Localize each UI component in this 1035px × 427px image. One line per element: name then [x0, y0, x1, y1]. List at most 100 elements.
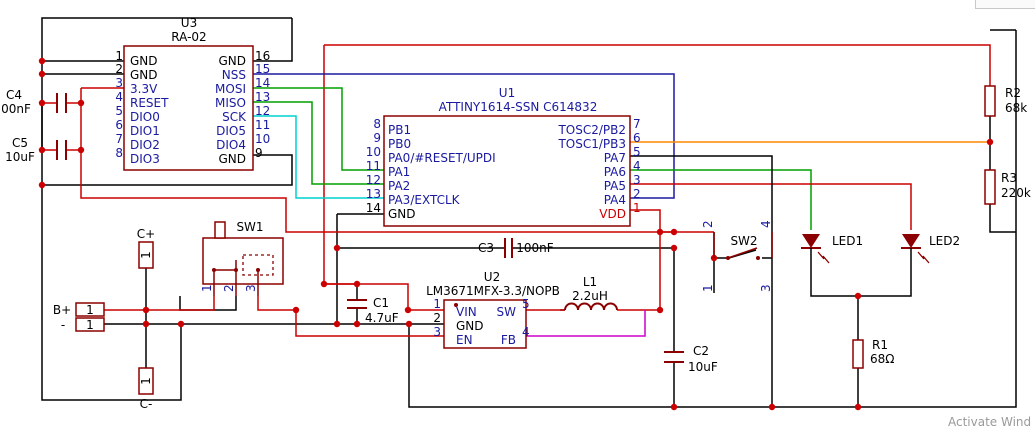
u1-pin3-name: PA5	[604, 179, 626, 193]
sw1-ref: SW1	[236, 220, 263, 234]
u2-pin5-name: SW	[497, 305, 517, 319]
u1-pin8-name: PB1	[388, 123, 411, 137]
connector-cminus[interactable]: 1 C-	[138, 367, 154, 411]
bplus-label: B+	[53, 303, 71, 317]
u3-pin16-name: GND	[218, 54, 246, 68]
u3-pin6-num: 6	[115, 118, 123, 132]
inductor-l1[interactable]: L1 2.2uH	[564, 275, 618, 311]
led2-ref: LED2	[929, 234, 960, 248]
u3-pin8-name: DIO3	[130, 152, 160, 166]
sw2-ref: SW2	[730, 234, 757, 248]
u3-ra02-module[interactable]: U3 RA-02 1 GND 2 GND 3 3.3V 4 RESET 5 DI…	[115, 16, 270, 171]
resistor-r2[interactable]: R2 68k	[984, 85, 1027, 117]
cminus-label: C-	[140, 397, 153, 411]
cminus-pin: 1	[139, 377, 153, 385]
u3-pin10-num: 10	[255, 132, 270, 146]
pa6-led1-wire	[630, 169, 812, 230]
u1-attiny1614[interactable]: U1 ATTINY1614-SSN C614832 8 PB1 9 PB0 10…	[366, 86, 641, 227]
u3-pin9-num: 9	[255, 146, 263, 160]
u1-pin11-name: PA1	[388, 165, 410, 179]
u1-pin13-num: 13	[366, 187, 381, 201]
sw2-pin3: 3	[759, 284, 773, 292]
u2-lm3671-regulator[interactable]: U2 LM3671MFX-3.3/NOPB 1 VIN 2 GND 3 EN 5…	[426, 270, 560, 349]
u2-pin5-num: 5	[522, 297, 530, 311]
u3-pin8-num: 8	[115, 146, 123, 160]
u1-pin5-name: PA7	[604, 151, 626, 165]
u3-pin7-num: 7	[115, 132, 123, 146]
c4-value: 00nF	[1, 102, 31, 116]
r1-value: 68Ω	[870, 352, 894, 366]
u2-pin3-num: 3	[433, 325, 441, 339]
r2-value: 68k	[1005, 101, 1027, 115]
window-corner-tab	[975, 0, 1035, 9]
u1-pin2-name: PA4	[604, 193, 626, 207]
r3-value: 220k	[1001, 186, 1031, 200]
connector-bplus[interactable]: 1 B+	[53, 302, 105, 317]
capacitor-c4[interactable]: C4 00nF	[1, 88, 67, 116]
nss-wire	[253, 73, 675, 199]
mosi-wire	[253, 87, 384, 171]
r1-ref: R1	[872, 338, 888, 352]
led1[interactable]: LED1	[801, 234, 863, 264]
u3-pin4-name: RESET	[130, 96, 169, 110]
u2-pin1-name: VIN	[456, 305, 477, 319]
u3-pin5-name: DIO0	[130, 110, 160, 124]
led1-ref: LED1	[832, 234, 863, 248]
capacitor-c2[interactable]: C2 10uF	[664, 344, 718, 374]
u1-pin12-name: PA2	[388, 179, 410, 193]
connector-bminus[interactable]: 1 -	[61, 317, 105, 332]
u3-pin11-num: 11	[255, 118, 270, 132]
cplus-label: C+	[137, 227, 155, 241]
u1-pin8-num: 8	[373, 117, 381, 131]
u1-pin11-num: 11	[366, 159, 381, 173]
u1-pin6-num: 6	[633, 131, 641, 145]
connector-cplus[interactable]: 1 C+	[137, 227, 155, 269]
u3-pin2-num: 2	[115, 62, 123, 76]
sw2-pin1: 1	[701, 284, 715, 292]
capacitor-c3[interactable]: C3 100nF	[478, 238, 554, 258]
switch-sw2[interactable]: SW2 2 4 1 3	[701, 220, 773, 292]
u1-pin7-name: TOSC2/PB2	[557, 123, 626, 137]
u1-pin2-num: 2	[633, 187, 641, 201]
u1-pin14-num: 14	[366, 201, 381, 215]
sw2-pin2: 2	[701, 220, 715, 228]
u2-pin4-num: 4	[522, 325, 530, 339]
sw1-pin3: 3	[244, 284, 258, 292]
c3-ref: C3	[478, 241, 494, 255]
u3-pin5-num: 5	[115, 104, 123, 118]
u2-ref: U2	[484, 270, 500, 284]
junction-dots	[38, 57, 994, 411]
u1-pin5-num: 5	[633, 145, 641, 159]
led2[interactable]: LED2	[901, 234, 960, 264]
capacitor-c1[interactable]: C1 4.7uF	[347, 296, 399, 325]
r2-ref: R2	[1005, 86, 1021, 100]
bminus-label: -	[61, 318, 65, 332]
activation-watermark: Activate Wind	[948, 415, 1031, 427]
u3-pin3-name: 3.3V	[130, 82, 158, 96]
resistor-r1[interactable]: R1 68Ω	[852, 338, 894, 369]
l1-value: 2.2uH	[572, 289, 608, 303]
c1-ref: C1	[373, 296, 389, 310]
u1-pin12-num: 12	[366, 173, 381, 187]
switch-sw1[interactable]: SW1 1 2 3	[200, 220, 284, 296]
bplus-pin: 1	[86, 303, 94, 317]
u3-pin12-num: 12	[255, 104, 270, 118]
capacitor-c5[interactable]: C5 10uF	[5, 136, 67, 164]
u1-pin10-num: 10	[366, 145, 381, 159]
u2-pin4-name: FB	[501, 333, 516, 347]
u3-pin7-name: DIO2	[130, 138, 160, 152]
c2-ref: C2	[693, 344, 709, 358]
u3-pin13-name: MISO	[215, 96, 246, 110]
u3-pin9-name: GND	[218, 152, 246, 166]
u3-pin12-name: SCK	[222, 110, 247, 124]
u1-pin7-num: 7	[633, 117, 641, 131]
u3-pin6-name: DIO1	[130, 124, 160, 138]
c5-value: 10uF	[5, 150, 35, 164]
u1-ref: U1	[499, 86, 515, 100]
u3-pin1-num: 1	[115, 49, 123, 63]
u3-pin14-name: MOSI	[215, 82, 246, 96]
u3-pin2-name: GND	[130, 68, 158, 82]
pa5-led2-wire	[630, 183, 912, 230]
u1-pin1-name: VDD	[599, 207, 626, 221]
resistor-r3[interactable]: R3 220k	[984, 169, 1031, 205]
